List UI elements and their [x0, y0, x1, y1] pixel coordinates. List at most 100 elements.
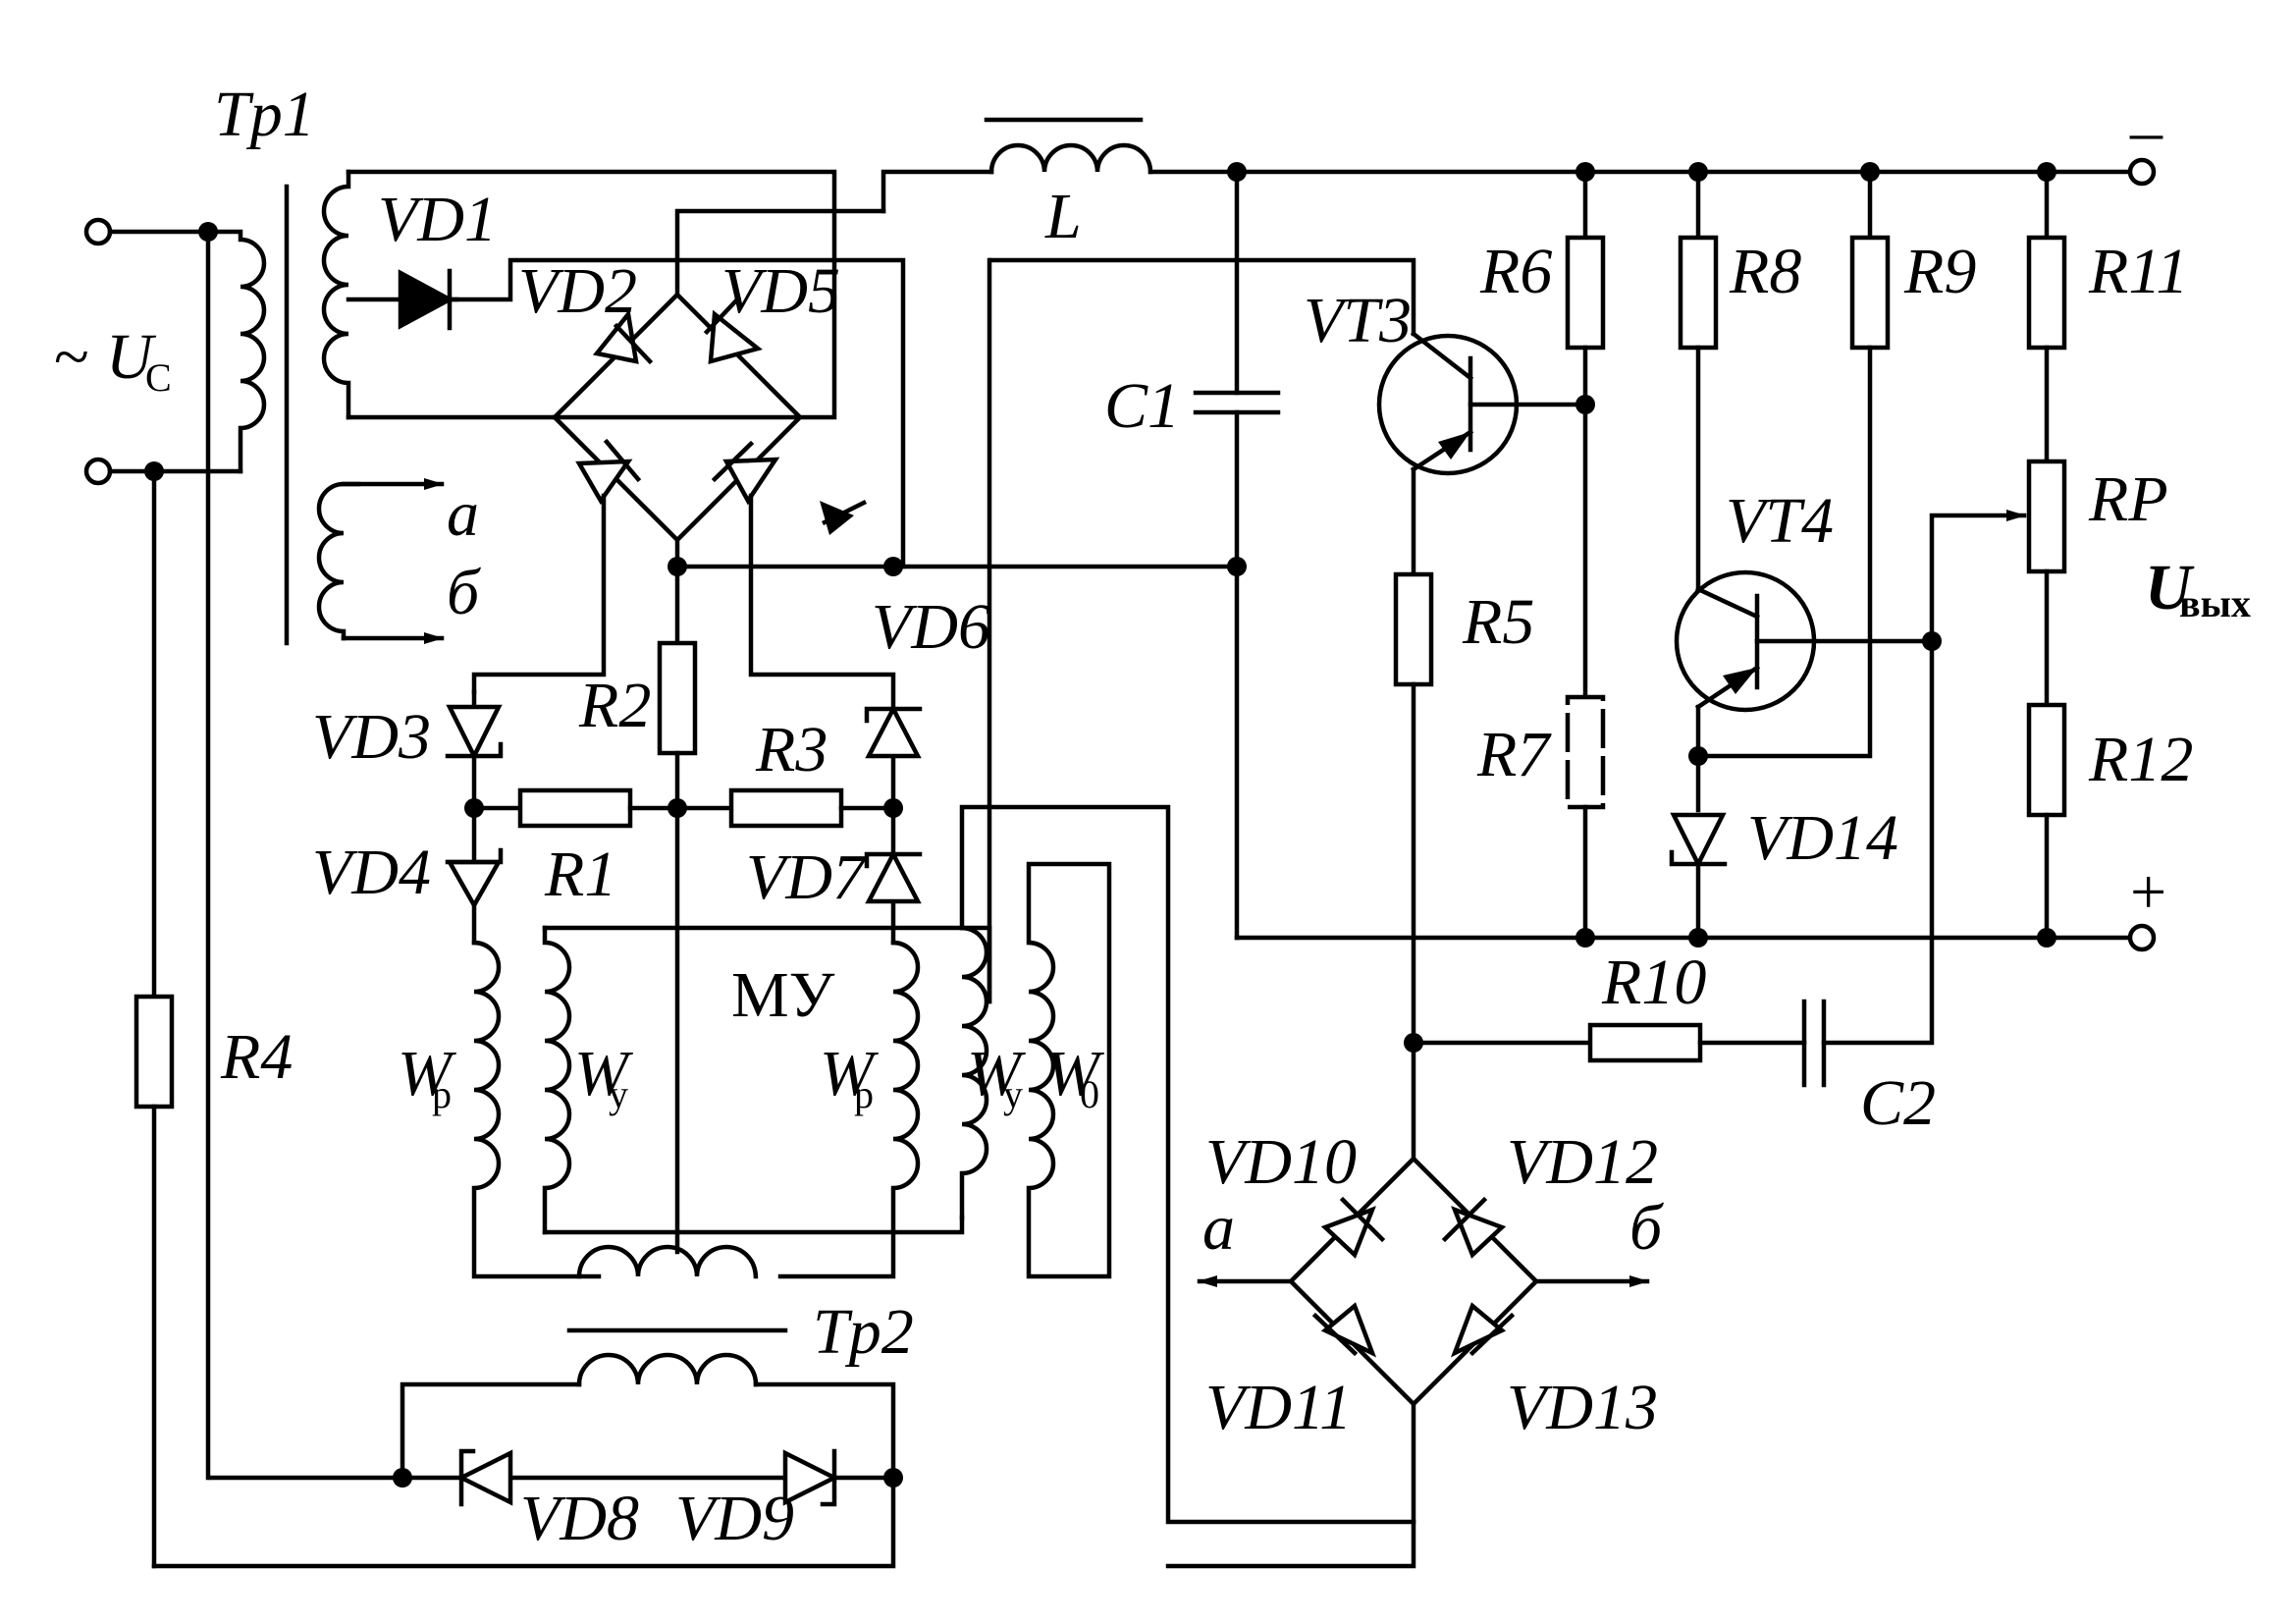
svg-text:р: р [432, 1072, 452, 1116]
tr1-secondary-winding [321, 169, 837, 420]
r6-resistor [1565, 235, 1606, 351]
svg-text:W: W [1045, 1038, 1104, 1110]
vd5-label: VD5 [721, 255, 840, 327]
r5-label: R5 [1462, 586, 1534, 658]
r12-label: R12 [2088, 724, 2193, 795]
vd10-label: VD10 [1205, 1126, 1357, 1198]
r6-label: R6 [1479, 236, 1552, 307]
mu-bias-winding [1026, 861, 1112, 1279]
mu-label: МУ [731, 959, 835, 1031]
svg-text:W: W [574, 1038, 633, 1110]
mu-right-power-winding [777, 940, 921, 1279]
source-label: ~ U C [54, 321, 172, 400]
output-minus-label: – [2129, 95, 2163, 167]
vd1-label: VD1 [378, 184, 497, 255]
rp-potentiometer [2026, 459, 2067, 574]
vt3-transistor [988, 257, 1588, 1162]
r10-resistor [1587, 1022, 1703, 1063]
source-tilde: ~ [54, 321, 89, 393]
r7-label: R7 [1476, 719, 1552, 790]
vd6-label: VD6 [872, 591, 990, 663]
r5-resistor [1393, 571, 1434, 687]
tap-b-label: б [447, 557, 481, 628]
r9-resistor [1849, 235, 1891, 351]
svg-text:вых: вых [2179, 581, 2251, 625]
r8-resistor [1678, 235, 1719, 351]
vd8-label: VD8 [520, 1483, 639, 1554]
vd7-label: VD7 [746, 841, 868, 913]
rp-label: RP [2088, 463, 2168, 535]
vd8-vd9-diodes [151, 1448, 903, 1569]
output-terminals [2127, 157, 2157, 952]
vd4-label: VD4 [312, 837, 431, 908]
tr2-label: Tp2 [813, 1296, 914, 1368]
left-zener-branch [445, 493, 607, 946]
main-bridge [551, 208, 1240, 576]
r3-resistor [728, 787, 844, 829]
c2-label: C2 [1860, 1067, 1936, 1139]
tr2-primary [576, 1244, 759, 1279]
r1-resistor [517, 787, 633, 829]
svg-text:U: U [2145, 552, 2195, 623]
r6-r7-divider [1565, 162, 1606, 947]
mu-left-control-winding [542, 925, 572, 1235]
tr1-label: Tp1 [214, 79, 315, 150]
r10-c2-feedback [1411, 638, 1935, 1088]
svg-text:W: W [820, 1038, 879, 1110]
r3-label: R3 [755, 714, 828, 785]
wp-left-label: W р [398, 1038, 456, 1116]
left-rails [133, 229, 211, 1569]
r9-resistor-branch [1695, 162, 1891, 759]
vd12-label: VD12 [1507, 1126, 1658, 1198]
w0-label: W 0 [1045, 1038, 1104, 1116]
vd2-label: VD2 [518, 255, 637, 327]
vt4-label: VT4 [1726, 485, 1834, 557]
bridge-b-label: б [1629, 1192, 1664, 1264]
r4-label: R4 [220, 1021, 293, 1093]
r11-resistor [2026, 235, 2067, 351]
r9-label: R9 [1903, 236, 1976, 307]
r1-r2-r3-network [471, 564, 896, 1255]
svg-text:р: р [854, 1072, 874, 1116]
svg-text:у: у [1003, 1072, 1023, 1116]
mu-left-power-winding [471, 940, 602, 1279]
tr1-primary-winding [205, 229, 267, 474]
wp-right-label: W р [820, 1038, 879, 1116]
output-voltage-label: U вых [2145, 552, 2251, 625]
output-divider [1922, 162, 2067, 947]
r2-resistor [657, 640, 698, 756]
svg-text:W: W [967, 1038, 1026, 1110]
vd6-diode [820, 499, 903, 576]
svg-text:у: у [609, 1072, 628, 1116]
r4-resistor [133, 994, 175, 1110]
r8-vt4-vd14 [1669, 162, 1937, 947]
svg-text:0: 0 [1080, 1072, 1099, 1116]
vd9-label: VD9 [675, 1483, 794, 1554]
r12-resistor [2026, 702, 2067, 818]
lower-diode-bridge [1165, 1155, 1650, 1569]
inductor-label: L [1044, 181, 1082, 252]
vd1-diode [398, 257, 906, 569]
mu-right-control-winding [959, 804, 1416, 1525]
svg-text:W: W [398, 1038, 456, 1110]
vd11-label: VD11 [1205, 1372, 1352, 1443]
r7-resistor [1565, 694, 1606, 810]
c1-label: C1 [1104, 370, 1180, 442]
tap-a-label: а [447, 478, 479, 550]
vt3-label: VT3 [1304, 285, 1412, 356]
bridge-a-label: а [1202, 1192, 1235, 1264]
source-voltage-symbol: U [106, 321, 157, 393]
tr2-secondary [400, 1352, 896, 1481]
r11-label: R11 [2088, 236, 2188, 307]
tr1-aux-winding [316, 478, 445, 644]
capacitor-C1 [1193, 162, 2138, 941]
vd13-label: VD13 [1507, 1372, 1658, 1443]
wy-right-label: W у [967, 1038, 1026, 1116]
r8-label: R8 [1729, 236, 1801, 307]
r2-label: R2 [578, 670, 651, 741]
output-plus-label: + [2130, 856, 2166, 928]
r10-label: R10 [1601, 947, 1706, 1018]
inductor-L [881, 117, 2133, 214]
vd14-label: VD14 [1747, 802, 1898, 874]
